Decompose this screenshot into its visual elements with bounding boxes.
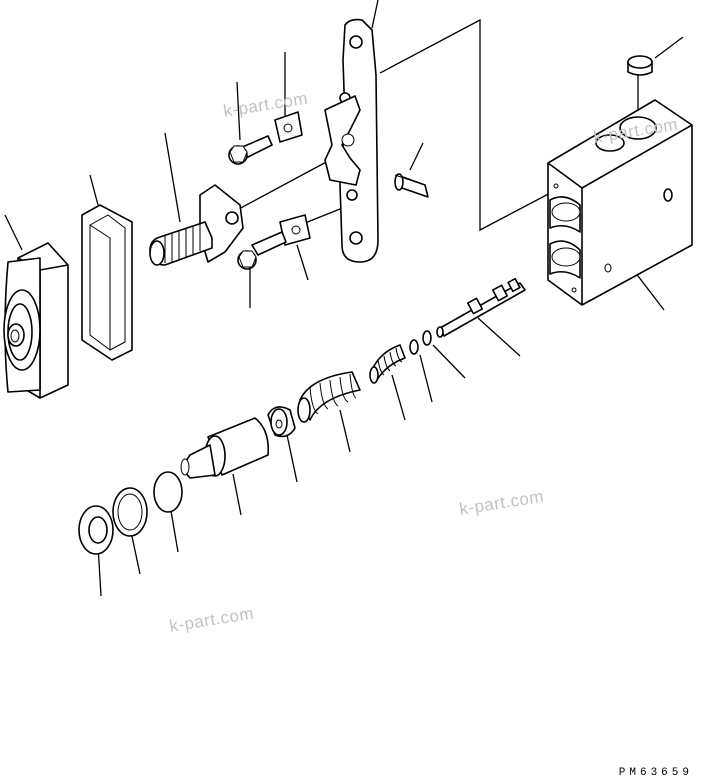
- spool: [436, 277, 526, 338]
- leader-bolt-upper: [236, 81, 241, 141]
- o-ring: [409, 330, 432, 355]
- leader-spring-small-retainer: [419, 354, 433, 403]
- leader-spring-large: [339, 409, 351, 453]
- spring-seat: [267, 406, 296, 438]
- drawing-code: PM63659: [618, 767, 693, 779]
- leader-solenoid-to-bracket: [236, 159, 331, 211]
- spring-large: [297, 371, 361, 423]
- bolt-upper: [228, 135, 273, 165]
- plunger: [180, 417, 270, 479]
- leader-cover: [4, 214, 23, 251]
- leader-bracket-to-body: [379, 18, 557, 232]
- leader-pivot-plate: [296, 244, 309, 281]
- gasket-plate: [81, 204, 133, 361]
- leader-pin: [409, 142, 424, 171]
- cover: [3, 242, 69, 399]
- collar: [78, 505, 114, 555]
- solenoid-actuator: [149, 184, 244, 266]
- leader-spool: [477, 317, 521, 357]
- valve-body: [547, 99, 693, 306]
- leader-plug: [654, 36, 684, 59]
- lever-bracket: [339, 18, 379, 263]
- leader-oring-large: [169, 504, 179, 553]
- leader-spring-small: [391, 374, 406, 421]
- leader-plunger: [232, 473, 242, 516]
- o-ring-large: [153, 471, 183, 513]
- leader-solenoid: [164, 132, 181, 223]
- pivot-plate: [324, 95, 361, 186]
- plug: [627, 55, 653, 76]
- leader-oring: [432, 344, 466, 379]
- bolt: [237, 231, 287, 270]
- washer-plate-lower: [279, 214, 311, 246]
- spring-small: [369, 344, 406, 384]
- washer-plate: [274, 111, 303, 143]
- leader-lines: [4, 0, 684, 597]
- leader-bracket: [371, 0, 379, 29]
- pin: [394, 173, 429, 198]
- leader-valve-body: [634, 271, 665, 311]
- backup-ring: [112, 487, 148, 537]
- leader-seat: [285, 429, 298, 483]
- leader-gasket: [89, 174, 99, 206]
